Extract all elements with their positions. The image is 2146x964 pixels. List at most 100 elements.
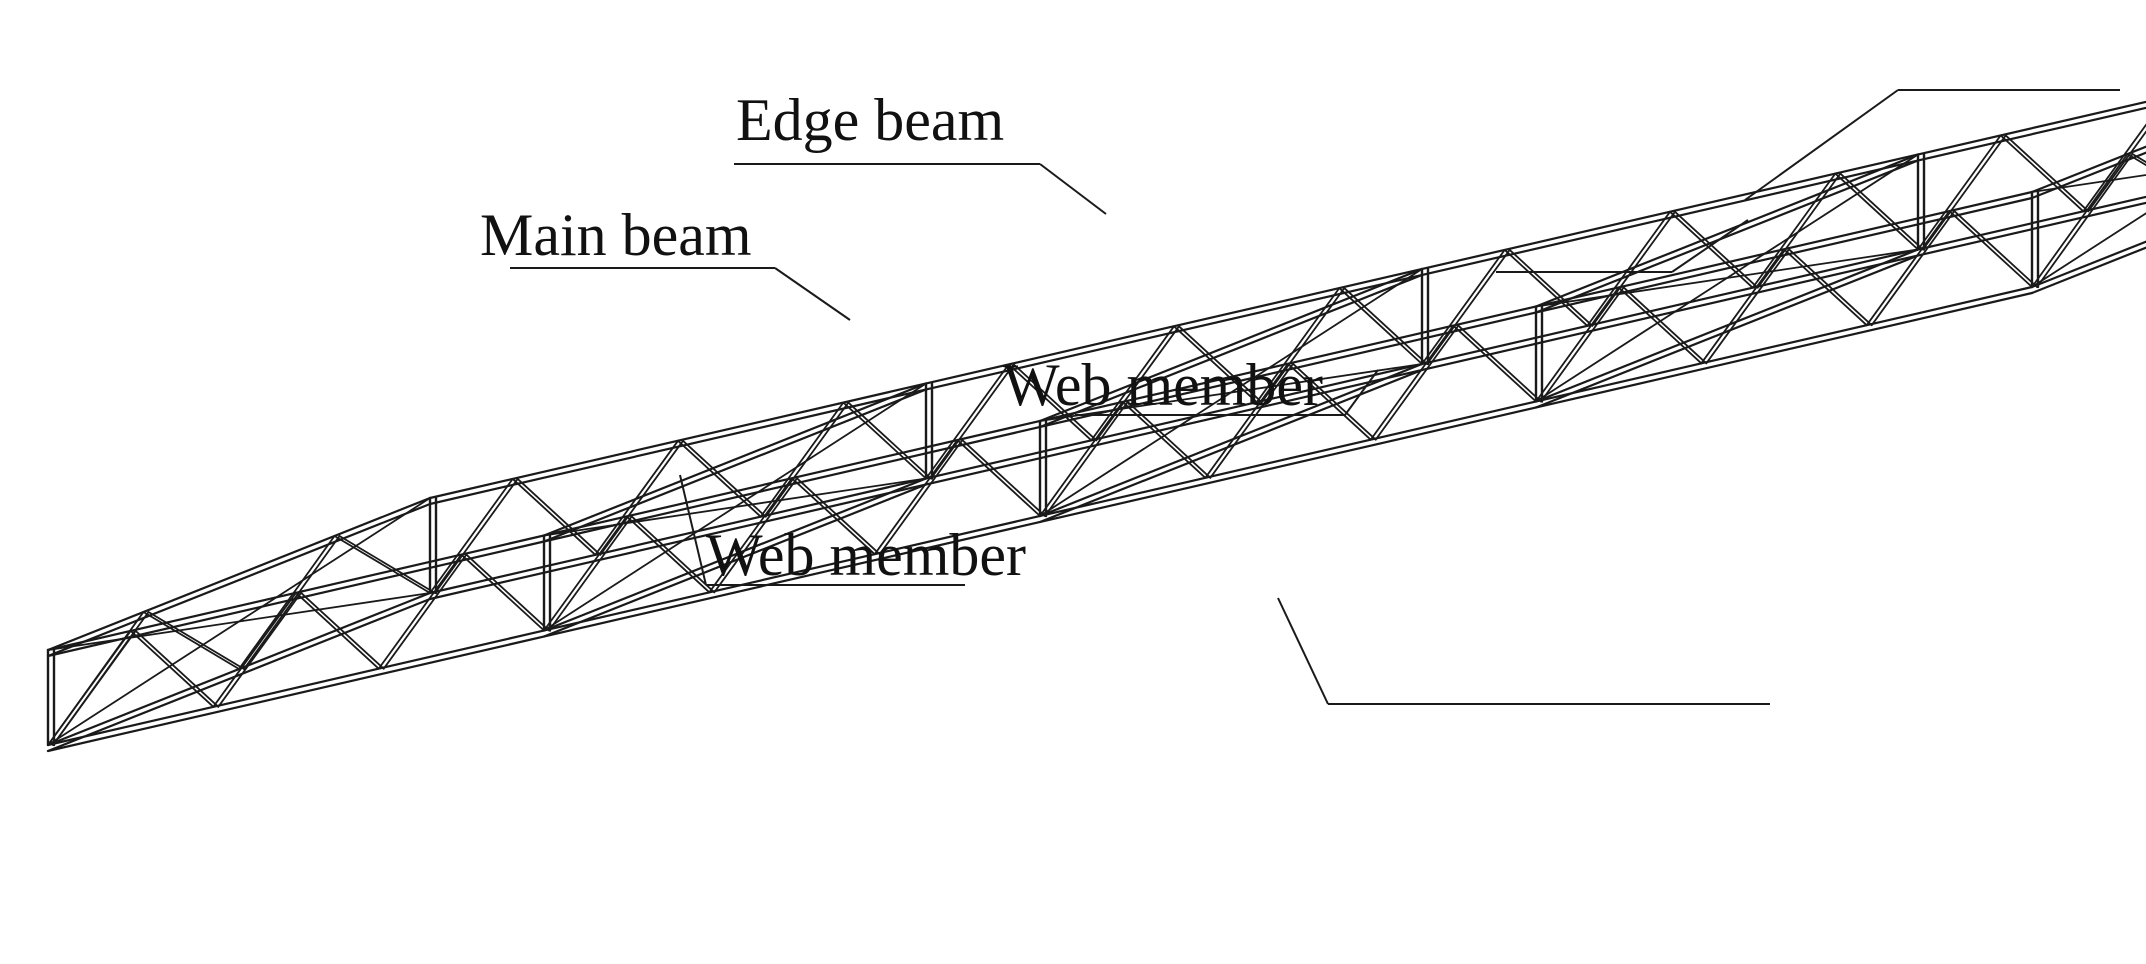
main-beam-label: Main beam xyxy=(480,202,752,268)
web-diagonal-124 xyxy=(1173,325,1258,404)
cross-top-48 xyxy=(2030,145,2146,194)
web-diagonal-98 xyxy=(1700,248,1785,365)
web-diagonal-90 xyxy=(1369,324,1455,441)
cross-top-49 xyxy=(2030,151,2146,200)
main-beam-leader xyxy=(774,267,851,321)
web-diagonal-81 xyxy=(961,439,1046,517)
web-diagonal-104 xyxy=(1948,210,2033,288)
end-web-162 xyxy=(2031,153,2129,288)
cross-top-19 xyxy=(542,388,928,543)
top-chord-5 xyxy=(428,106,2146,506)
cross-bottom-21 xyxy=(542,483,928,638)
end-web-157 xyxy=(147,611,245,670)
web-diagonal-115 xyxy=(764,401,850,518)
web-diagonal-127 xyxy=(1260,287,1346,404)
web-diagonal-72 xyxy=(625,515,711,594)
web-diagonal-87 xyxy=(1209,362,1294,479)
cross-brace-17 xyxy=(47,497,431,746)
web-diagonal-109 xyxy=(516,477,602,556)
web-diagonal-141 xyxy=(1839,172,1924,251)
web-diagonal-74 xyxy=(708,477,793,594)
cross-brace-47 xyxy=(1535,153,1919,403)
cross-brace-57 xyxy=(2031,212,2146,288)
cross-bottom-51 xyxy=(2030,246,2146,295)
web-diagonal-108 xyxy=(511,477,597,556)
web-diagonal-117 xyxy=(847,401,932,480)
web-diagonal-142 xyxy=(1917,134,2002,251)
web-diagonal-103 xyxy=(1870,210,1956,327)
vertical-posts xyxy=(46,153,2040,747)
web-diagonal-131 xyxy=(1426,248,1511,365)
web-diagonal-75 xyxy=(713,477,798,594)
web-diagonal-97 xyxy=(1622,286,1708,365)
web-diagonal-60 xyxy=(129,630,215,708)
cross-top-28 xyxy=(1038,267,1424,423)
cross-brace-27 xyxy=(543,382,927,632)
cross-top-29 xyxy=(1038,273,1424,429)
web-diagonal-69 xyxy=(465,553,550,632)
web-diagonal-139 xyxy=(1756,172,1842,289)
web-diagonal-68 xyxy=(460,553,545,632)
web-diagonal-82 xyxy=(1039,400,1124,517)
cross-top-8 xyxy=(46,496,432,652)
web-member-label-1: Web member xyxy=(1003,352,1323,418)
web-diagonal-145 xyxy=(2004,134,2090,213)
cross-bottom-20 xyxy=(542,477,928,632)
web-diagonal-112 xyxy=(677,439,762,518)
web-diagonal-77 xyxy=(796,477,881,556)
middle-right-leader-diagonal xyxy=(1671,219,1749,273)
web-diagonal-125 xyxy=(1178,325,1263,404)
web-diagonal-73 xyxy=(630,515,716,594)
web-diagonal-96 xyxy=(1617,286,1703,365)
end-web-160 xyxy=(333,535,431,594)
web-diagonal-120 xyxy=(1007,363,1093,442)
web-diagonal-107 xyxy=(434,477,519,594)
web-diagonal-95 xyxy=(1540,286,1625,403)
web-diagonal-61 xyxy=(134,630,220,708)
bottom-right-leader-diagonal xyxy=(1277,597,1329,705)
leader-lines xyxy=(510,89,2120,705)
web-diagonal-86 xyxy=(1204,362,1289,479)
edge-beam-label: Edge beam xyxy=(736,87,1004,153)
cross-top-9 xyxy=(46,502,432,658)
web-diagonal-94 xyxy=(1535,286,1620,403)
web-diagonal-133 xyxy=(1508,248,1594,327)
web-diagonal-63 xyxy=(217,591,302,708)
web-diagonal-136 xyxy=(1669,210,1754,289)
cross-bottom-10 xyxy=(46,591,432,747)
end-web-156 xyxy=(142,611,240,670)
cross-brace-56 xyxy=(2031,174,2146,193)
web-diagonal-118 xyxy=(925,363,1010,480)
web-diagonal-119 xyxy=(930,363,1015,480)
cross-top-39 xyxy=(1534,159,1920,314)
end-web-164 xyxy=(2126,153,2146,167)
web-diagonal-132 xyxy=(1503,248,1589,327)
web-member-label-2: Web member xyxy=(706,522,1026,588)
web-diagonal-83 xyxy=(1044,400,1129,517)
cross-bottom-41 xyxy=(1534,254,1920,409)
web-diagonal-129 xyxy=(1343,287,1428,365)
web-diagonal-113 xyxy=(682,439,767,518)
web-diagonal-67 xyxy=(382,553,468,670)
main-beams xyxy=(46,145,2146,753)
web-diagonal-91 xyxy=(1374,324,1460,441)
web-diagonal-99 xyxy=(1705,248,1790,365)
web-diagonal-144 xyxy=(1999,134,2085,213)
top-right-leader-diagonal xyxy=(1744,89,1899,201)
web-member-2-leader xyxy=(679,474,707,586)
edge-beam-leader xyxy=(1039,163,1107,215)
end-web-163 xyxy=(2036,153,2134,288)
web-diagonal-93 xyxy=(1457,324,1542,403)
web-diagonal-62 xyxy=(212,591,297,708)
web-diagonal-101 xyxy=(1788,248,1873,327)
cross-top-38 xyxy=(1534,153,1920,308)
web-diagonal-65 xyxy=(300,591,385,670)
web-diagonal-71 xyxy=(548,515,633,632)
web-diagonal-66 xyxy=(377,553,463,670)
truss-frame xyxy=(46,100,2146,753)
web-diagonal-116 xyxy=(842,401,927,480)
cross-brace-37 xyxy=(1039,268,1423,517)
cross-bottom-40 xyxy=(1534,248,1920,403)
web-diagonal-70 xyxy=(543,515,628,632)
